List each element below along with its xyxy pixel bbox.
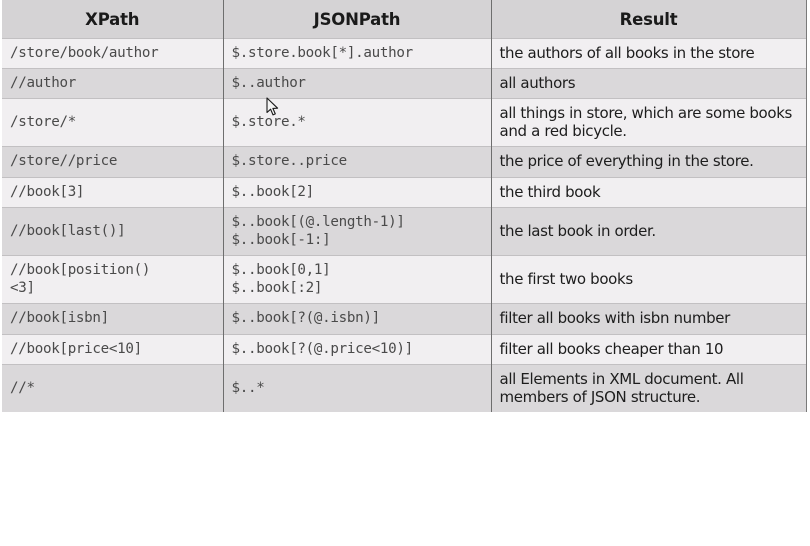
cell-jsonpath: $..book[0,1] $..book[:2] — [223, 255, 492, 304]
table-row: //book[last()]$..book[(@.length-1)] $..b… — [2, 206, 807, 256]
column-header-result: Result — [491, 0, 807, 39]
cell-result: the first two books — [491, 255, 807, 304]
comparison-table: XPath JSONPath Result /store/book/author… — [2, 0, 807, 412]
cell-xpath: /store/book/author — [2, 37, 224, 69]
cell-xpath: //book[3] — [2, 176, 224, 208]
table-row: //*$..*all Elements in XML document. All… — [2, 363, 807, 412]
column-header-xpath: XPath — [2, 0, 224, 39]
cell-result: all things in store, which are some book… — [491, 98, 807, 147]
table-body: /store/book/author$.store.book[*].author… — [2, 37, 807, 412]
cell-jsonpath: $..book[(@.length-1)] $..book[-1:] — [223, 206, 492, 256]
table-row: /store/*$.store.*all things in store, wh… — [2, 98, 807, 147]
cell-jsonpath: $..book[?(@.price<10)] — [223, 333, 492, 365]
cell-xpath: //book[isbn] — [2, 303, 224, 335]
table-row: //book[3]$..book[2]the third book — [2, 176, 807, 208]
cell-xpath: //* — [2, 363, 224, 412]
table-header: XPath JSONPath Result — [2, 0, 807, 39]
cell-result: all Elements in XML document. All member… — [491, 363, 807, 412]
table-row: //book[isbn]$..book[?(@.isbn)]filter all… — [2, 303, 807, 335]
cell-xpath: //author — [2, 68, 224, 99]
cell-xpath: //book[price<10] — [2, 333, 224, 365]
cell-result: the third book — [491, 176, 807, 208]
cell-jsonpath: $.store.* — [223, 98, 492, 147]
cell-jsonpath: $.store..price — [223, 146, 492, 178]
cell-result: all authors — [491, 68, 807, 99]
cell-jsonpath: $.store.book[*].author — [223, 37, 492, 69]
table-row: /store/book/author$.store.book[*].author… — [2, 37, 807, 69]
cell-jsonpath: $..book[2] — [223, 176, 492, 208]
cell-xpath: //book[position() <3] — [2, 255, 224, 304]
column-header-jsonpath: JSONPath — [223, 0, 492, 39]
cell-jsonpath: $..book[?(@.isbn)] — [223, 303, 492, 335]
table-row: //book[price<10]$..book[?(@.price<10)]fi… — [2, 333, 807, 365]
cell-xpath: //book[last()] — [2, 206, 224, 256]
header-row: XPath JSONPath Result — [2, 0, 807, 39]
cell-result: filter all books with isbn number — [491, 303, 807, 335]
table-row: //book[position() <3]$..book[0,1] $..boo… — [2, 255, 807, 304]
cell-result: filter all books cheaper than 10 — [491, 333, 807, 365]
cell-xpath: /store/* — [2, 98, 224, 147]
cell-jsonpath: $..author — [223, 68, 492, 99]
cell-xpath: /store//price — [2, 146, 224, 178]
cell-result: the authors of all books in the store — [491, 37, 807, 69]
cell-jsonpath: $..* — [223, 363, 492, 412]
cell-result: the last book in order. — [491, 206, 807, 256]
cell-result: the price of everything in the store. — [491, 146, 807, 178]
